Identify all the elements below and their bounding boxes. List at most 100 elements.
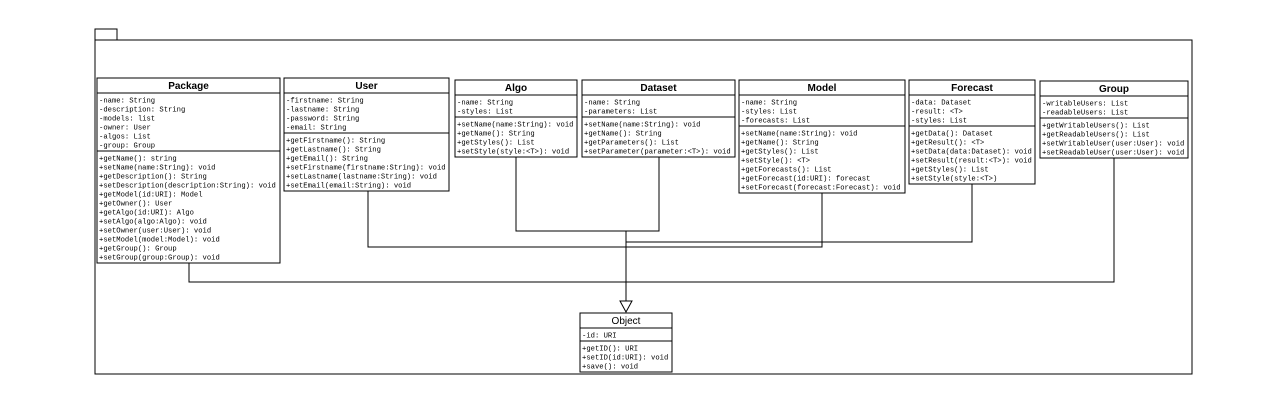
method: +getOwner(): User [99, 201, 172, 209]
attribute: -name: String [741, 100, 797, 108]
attribute: -owner: User [99, 125, 151, 133]
method: +setDescription(description:String): voi… [99, 183, 276, 191]
method: +getWritableUsers(): List [1042, 123, 1150, 131]
class-forecast: Forecast -data: Dataset-result: <T>-style… [908, 79, 1036, 185]
model-to-object-line [626, 190, 823, 248]
class-name-algo: Algo [505, 83, 527, 94]
method: +setReadableUser(user:User): void [1042, 150, 1184, 158]
attribute: -data: Dataset [911, 100, 971, 108]
method: +setName(name:String): void [584, 122, 700, 130]
method: +setWritableUser(user:User): void [1042, 141, 1184, 149]
class-box-object [579, 312, 673, 373]
attribute: -algos: List [99, 134, 151, 142]
class-name-user: User [355, 81, 377, 92]
method: +setEmail(email:String): void [286, 183, 411, 191]
group-to-object-line [626, 155, 1115, 283]
class-box-model [738, 79, 906, 194]
attribute: -parameters: List [584, 109, 657, 117]
method: +setForecast(forecast:Forecast): void [741, 185, 901, 193]
method: +setOwner(user:User): void [99, 228, 211, 236]
class-model: Model-name: String-styles: List-forecast… [738, 79, 906, 194]
package-to-object-line [188, 259, 626, 283]
class-name-model: Model [808, 83, 837, 94]
method: +setFirstname(firstname:String): void [286, 165, 446, 173]
method: +setGroup(group:Group): void [99, 255, 220, 263]
method: +getParameters(): List [584, 140, 679, 148]
attribute: -readableUsers: List [1042, 110, 1128, 118]
method: +getStyles(): List [457, 140, 535, 148]
dataset-to-object-line [626, 154, 660, 232]
attribute: -result: <T> [911, 109, 963, 117]
attribute: -forecasts: List [741, 118, 810, 126]
method: +setName(name:String): void [457, 122, 573, 130]
method: +setResult(result:<T>): void [911, 158, 1032, 166]
attribute: -writableUsers: List [1042, 101, 1128, 109]
method: +setData(data:Dataset): void [911, 149, 1032, 157]
method: +setModel(model:Model): void [99, 237, 220, 245]
method: +setStyle(style:<T>) [911, 176, 997, 184]
method: +getData(): Dataset [911, 131, 993, 139]
method: +getName(): string [99, 156, 177, 164]
package-frame-body [94, 39, 1193, 375]
method: +getResult(): <T> [911, 140, 984, 148]
method: +getLastname(): String [286, 147, 381, 155]
class-user: User -firstname: String-lastname: String-… [283, 77, 450, 192]
package-frame [94, 28, 1193, 375]
class-name-forecast: Forecast [951, 83, 993, 94]
method: +setID(id:URI): void [582, 355, 668, 363]
method: +getForecasts(): List [741, 167, 832, 175]
class-box-user [283, 77, 450, 192]
attribute: -description: String [99, 107, 185, 115]
method: +getAlgo(id:URI): Algo [99, 210, 194, 218]
method: +setAlgo(algo:Algo): void [99, 219, 207, 227]
method: +getStyles(): List [911, 167, 989, 175]
class-name-dataset: Dataset [640, 83, 677, 94]
attribute: -name: String [584, 100, 640, 108]
class-package: Package -name: String-description: String… [96, 77, 281, 264]
class-box-forecast [908, 79, 1036, 185]
method: +getName(): String [584, 131, 662, 139]
attribute: -lastname: String [286, 107, 359, 115]
forecast-to-object-line [626, 183, 973, 243]
attribute: -styles: List [457, 109, 513, 117]
method: +setLastname(lastname:String): void [286, 174, 437, 182]
generalization-arrowhead [619, 300, 633, 314]
method: +getID(): URI [582, 346, 638, 354]
attribute: -name: String [99, 98, 155, 106]
attribute: -id: URI [582, 333, 617, 341]
class-box-dataset [581, 79, 736, 158]
user-to-object-line [367, 187, 626, 248]
package-frame-tab [94, 28, 118, 41]
attribute: -group: Group [99, 143, 155, 151]
method: +getDescription(): String [99, 174, 207, 182]
attribute: -firstname: String [286, 98, 364, 106]
method: +setStyle(): <T> [741, 158, 810, 166]
class-object: Object -id: URI +getID(): URI+setID(id:URI… [579, 312, 673, 373]
method: +getEmail(): String [286, 156, 368, 164]
attribute: -models: list [99, 116, 155, 124]
class-algo: Algo -name: String-styles: List +setName(n… [454, 79, 578, 158]
class-name-object: Object [612, 316, 641, 327]
class-name-package: Package [168, 81, 209, 92]
class-box-algo [454, 79, 578, 158]
method: +getFirstname(): String [286, 138, 385, 146]
method: +setName(name:String): void [99, 165, 215, 173]
class-boxes: Package-name: String-description: String… [96, 77, 1189, 373]
method: +save(): void [582, 364, 638, 372]
class-group: Group -writableUsers: List-readableUsers:… [1039, 80, 1189, 159]
algo-to-object-line [515, 154, 626, 232]
class-box-package [96, 77, 281, 264]
class-name-group: Group [1099, 84, 1129, 95]
inheritance-connectors [188, 154, 1115, 314]
method: +getStyles(): List [741, 149, 819, 157]
method: +getName(): String [741, 140, 819, 148]
attribute: -password: String [286, 116, 359, 124]
attribute: -styles: List [911, 118, 967, 126]
method: +getForecast(id:URI): forecast [741, 176, 870, 184]
class-box-group [1039, 80, 1189, 159]
method: +getModel(id:URI): Model [99, 192, 203, 200]
method: +getName(): String [457, 131, 535, 139]
attribute: -name: String [457, 100, 513, 108]
method: +getGroup(): Group [99, 246, 177, 254]
